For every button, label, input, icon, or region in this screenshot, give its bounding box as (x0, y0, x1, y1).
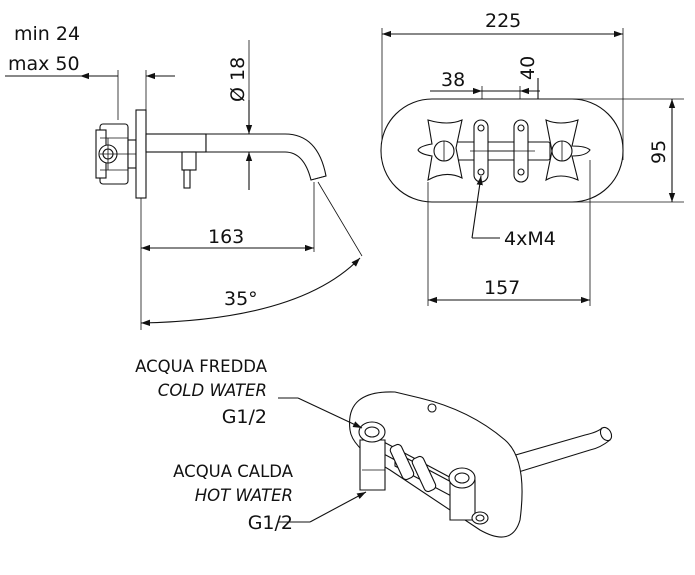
hole-spacing-v-label: 40 (517, 56, 539, 80)
front-view: 225 95 38 40 (380, 10, 684, 306)
spout-iso (504, 427, 611, 475)
hot-connection-iso (448, 467, 489, 525)
hot-label-it: ACQUA CALDA (173, 462, 294, 481)
hot-label-en: HOT WATER (195, 486, 293, 505)
wall-max-label: max 50 (8, 53, 80, 75)
spout-side (145, 133, 327, 189)
swivel-arc (140, 257, 361, 326)
cold-label-en: COLD WATER (158, 381, 267, 400)
spout-diameter-label: Ø 18 (227, 57, 249, 102)
side-view: min 24 max 50 Ø 18 (5, 23, 363, 330)
cold-label-it: ACQUA FREDDA (135, 357, 268, 376)
screws-leader-arrow (471, 175, 483, 239)
cold-connection-iso (358, 421, 386, 491)
hot-leader-arrow (309, 491, 367, 523)
plate-width-label: 225 (485, 10, 521, 32)
wall-min-label: min 24 (14, 23, 80, 45)
cover-plate-side (135, 109, 147, 199)
cold-handle-front (417, 119, 463, 182)
valve-body-side (95, 123, 137, 185)
isometric-view: ACQUA FREDDA COLD WATER G1/2 ACQUA CALDA… (135, 357, 613, 538)
cold-thread-label: G1/2 (222, 406, 267, 428)
spout-length-label: 163 (208, 226, 244, 248)
swivel-ext-line (317, 181, 363, 257)
cover-plate-iso (349, 391, 523, 538)
valve-assembly-front (454, 119, 551, 183)
handle-span-label: 157 (484, 277, 520, 299)
screws-label: 4xM4 (504, 228, 556, 250)
cold-leader-arrow (297, 397, 363, 429)
swivel-angle-label: 35° (224, 288, 258, 310)
plate-height-label: 95 (648, 140, 670, 164)
hot-thread-label: G1/2 (248, 512, 293, 534)
hole-spacing-h-label: 38 (441, 69, 465, 91)
hot-handle-front (545, 119, 591, 182)
